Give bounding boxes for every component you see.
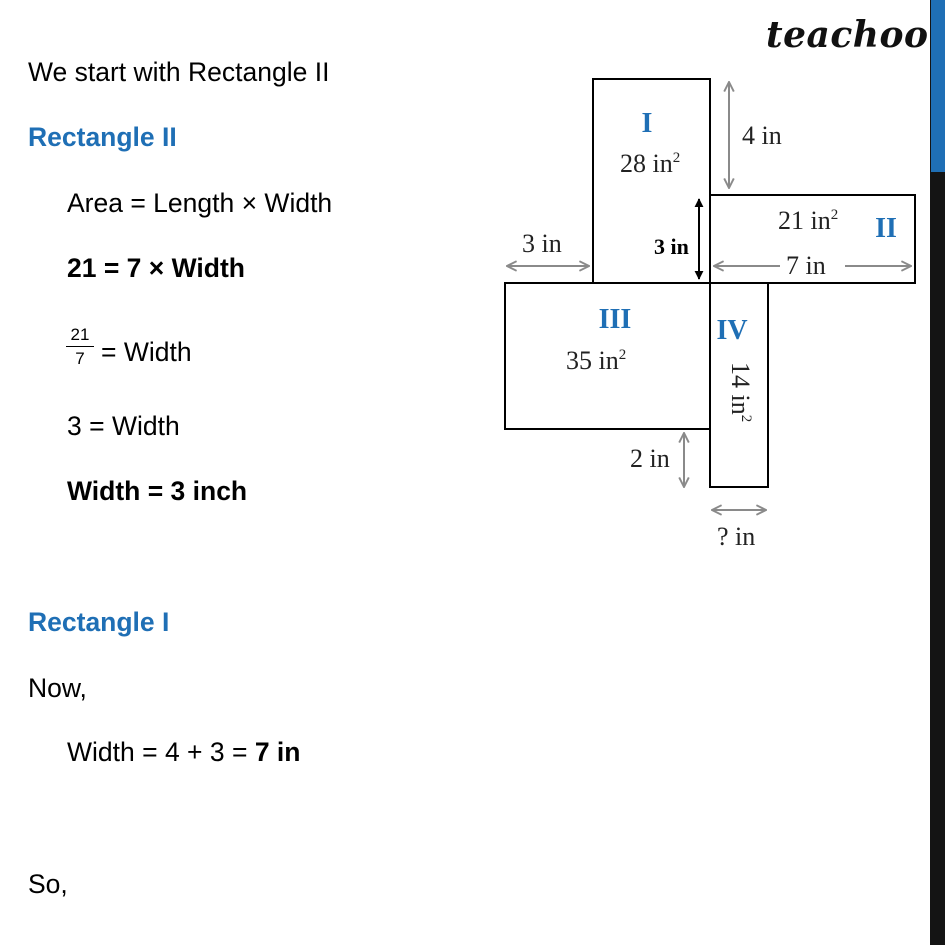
width-calculation-prefix: Width = 4 + 3 =: [67, 737, 255, 767]
area-rect-i: 28 in2: [620, 149, 680, 178]
fraction-21-over-7: 21 7: [66, 325, 94, 369]
dim-label-2in: 2 in: [630, 444, 670, 473]
area-rect-ii: 21 in2: [778, 206, 838, 235]
area-rect-iv: 14 in2: [726, 362, 755, 422]
rectangle-iv: [709, 282, 769, 488]
scrollbar-track[interactable]: [930, 0, 945, 945]
area-rect-iii-value: 35 in: [566, 346, 619, 375]
area-rect-iii: 35 in2: [566, 346, 626, 375]
scrollbar-thumb[interactable]: [931, 0, 945, 172]
area-rect-ii-value: 21 in: [778, 206, 831, 235]
dim-label-3in-left: 3 in: [522, 229, 562, 258]
fraction-equals-width: = Width: [101, 337, 192, 367]
area-rect-i-sup: 2: [673, 150, 681, 166]
label-rect-iv: IV: [716, 315, 747, 346]
width-calculation: Width = 4 + 3 = 7 in: [67, 737, 300, 767]
dim-label-3in-marked: 3 in: [654, 234, 689, 259]
area-rect-iv-sup: 2: [738, 415, 754, 423]
area-rect-iii-sup: 2: [619, 347, 627, 363]
width-calculation-value: 7 in: [254, 737, 301, 767]
equation-3-equals-width: 3 = Width: [67, 411, 180, 441]
teachoo-logo: teachoo: [766, 14, 929, 56]
area-formula: Area = Length × Width: [67, 188, 333, 218]
width-result: Width = 3 inch: [67, 476, 248, 506]
rectangle-ii: [709, 194, 916, 284]
heading-rectangle-ii: Rectangle II: [28, 122, 177, 152]
equation-21-equals: 21 = 7 × Width: [67, 253, 245, 283]
dim-label-7in: 7 in: [786, 251, 826, 280]
dim-label-4in: 4 in: [742, 121, 782, 150]
area-rect-iv-value: 14 in: [726, 362, 755, 415]
area-rect-i-value: 28 in: [620, 149, 673, 178]
heading-rectangle-i: Rectangle I: [28, 607, 170, 637]
intro-text: We start with Rectangle II: [28, 57, 330, 87]
area-rect-ii-sup: 2: [831, 207, 839, 223]
now-text: Now,: [28, 673, 87, 703]
label-rect-iii: III: [599, 304, 632, 335]
so-text: So,: [28, 869, 68, 899]
dim-label-unknown: ? in: [717, 522, 755, 551]
label-rect-i: I: [642, 108, 653, 139]
fraction-denominator: 7: [75, 349, 85, 368]
fraction-numerator: 21: [66, 325, 94, 347]
label-rect-ii: II: [875, 213, 897, 244]
